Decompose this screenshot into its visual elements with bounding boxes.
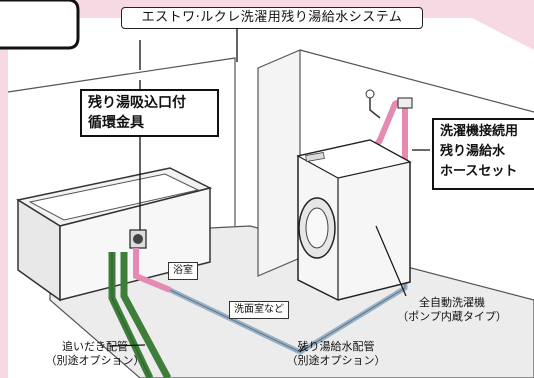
- bathroom-label: 浴室: [168, 262, 198, 280]
- hose-set-label-line3: ホースセット: [440, 164, 518, 179]
- hose-set-label: 洗濯機接続用 残り湯給水 ホースセット: [432, 118, 534, 190]
- reheat-pipe-2: [120, 252, 172, 378]
- supply-pipe-label-line2: （別途オプション）: [286, 354, 386, 367]
- washer-label: 全自動洗濯機 （ポンプ内蔵タイプ）: [388, 296, 516, 324]
- reheat-pipe-label-line1: 追いだき配管: [62, 340, 128, 353]
- reheat-pipe-label-line2: （別途オプション）: [45, 354, 145, 367]
- intake-fitting-label-line2: 循環金具: [88, 115, 144, 131]
- circulation-fitting: [129, 229, 147, 249]
- hose-set-label-line2: 残り湯給水: [440, 144, 506, 159]
- hose-set-label-line1: 洗濯機接続用: [440, 124, 519, 139]
- intake-fitting-label-line1: 残り湯吸込口付: [88, 95, 186, 111]
- washer-label-line2: （ポンプ内蔵タイプ）: [397, 310, 507, 323]
- washer-leader: [375, 225, 407, 297]
- bathtub: [16, 167, 213, 302]
- washroom-label: 洗面室など: [229, 301, 289, 319]
- pink-pipe-bath: [133, 248, 172, 293]
- supply-leader: [299, 345, 305, 353]
- supply-pipe-label: 残り湯給水配管 （別途オプション）: [276, 340, 396, 368]
- washing-machine: [296, 139, 412, 301]
- corner-frame: [0, 0, 80, 50]
- washroom-wall: [299, 49, 534, 113]
- reheat-pipe-label: 追いだき配管 （別途オプション）: [40, 340, 150, 368]
- bathroom-wall: [7, 57, 236, 226]
- partition-wall: [257, 49, 301, 277]
- reheat-leader: [109, 344, 146, 347]
- supply-pipe-label-line1: 残り湯給水配管: [297, 340, 375, 353]
- faucet-icon: [365, 89, 413, 119]
- diagram-title: エストワ·ルクレ洗濯用残り湯給水システム: [121, 7, 423, 29]
- washer-label-line1: 全自動洗濯機: [419, 296, 485, 309]
- intake-fitting-label: 残り湯吸込口付 循環金具: [80, 89, 219, 137]
